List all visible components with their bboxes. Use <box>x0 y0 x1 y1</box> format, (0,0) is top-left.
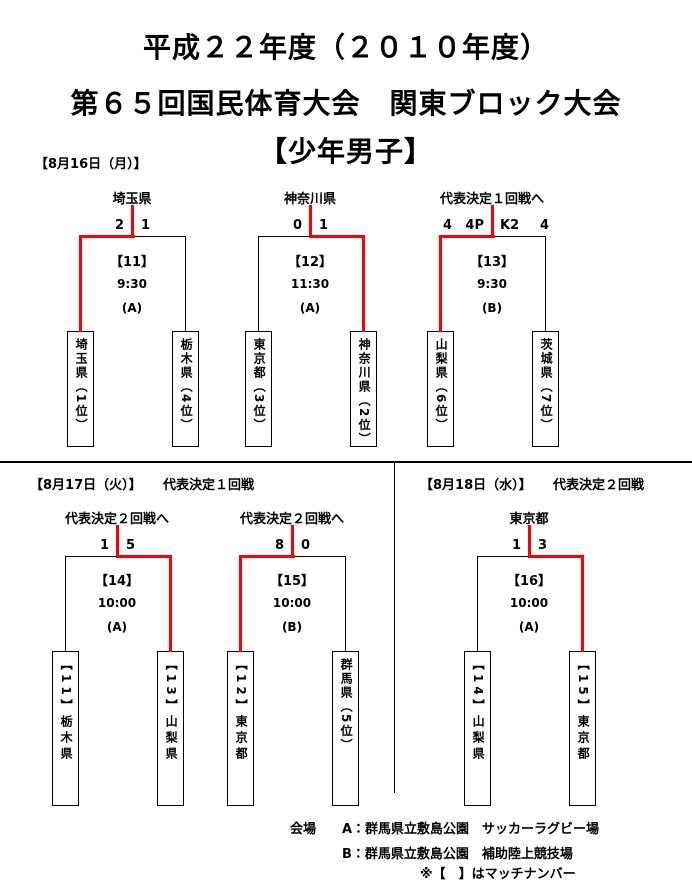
m15-match-number: 【15】 <box>269 574 315 589</box>
page-title-line1: 平成２２年度（２０１０年度） <box>142 31 549 64</box>
m15-winner-stem-line <box>291 525 294 557</box>
m14-match-number: 【14】 <box>94 574 140 589</box>
m16-score-right: 3 <box>538 538 548 553</box>
m13-pk-left: 4P <box>465 218 484 233</box>
m14-team-left-name: 【11】栃木県 <box>59 658 74 763</box>
m14-winner-path-horizontal <box>116 555 172 558</box>
m11-score-left: 2 <box>114 218 124 233</box>
m12-team-box-right: 神奈川県（2位） <box>350 331 377 447</box>
m16-team-right-name: 【15】東京都 <box>576 658 591 763</box>
m15-team-left-name: 【12】東京都 <box>234 658 249 763</box>
m13-team-box-left: 山梨県（6位） <box>427 331 454 447</box>
m14-team-right-name: 【13】山梨県 <box>164 658 179 763</box>
day2-round-label: 代表決定１回戦 <box>163 478 255 493</box>
m15-team-box-right: 群馬県（5位） <box>332 651 359 806</box>
m16-match-time: 10:00 <box>509 596 549 610</box>
m16-team-box-right: 【15】東京都 <box>569 651 596 806</box>
m11-team-left-name: 埼玉県（1位） <box>74 338 89 433</box>
m16-winner-stem-line <box>528 525 531 557</box>
m15-winner-path-vertical <box>239 556 242 652</box>
m16-advance-label: 東京都 <box>509 512 549 527</box>
venue-line-b: B：群馬県立敷島公園 補助陸上競技場 <box>342 847 573 862</box>
m14-score-right: 5 <box>126 538 136 553</box>
m14-team-box-left: 【11】栃木県 <box>52 651 79 806</box>
m13-match-time: 9:30 <box>477 277 507 291</box>
m16-match-number: 【16】 <box>506 574 552 589</box>
m14-winner-path-vertical <box>169 556 172 652</box>
m13-winner-stem-line <box>491 205 494 237</box>
section-divider-vertical <box>394 461 395 793</box>
m13-advance-label: 代表決定１回戦へ <box>439 192 545 207</box>
m12-winner-path-vertical <box>362 236 365 332</box>
m15-team-right-name: 群馬県（5位） <box>339 658 354 753</box>
m15-team-box-left: 【12】東京都 <box>227 651 254 806</box>
m14-match-time: 10:00 <box>97 596 137 610</box>
m15-match-time: 10:00 <box>272 596 312 610</box>
m12-winner-stem-line <box>309 205 312 237</box>
venue-line-a: 会場 A：群馬県立敷島公園 サッカーラグビー場 <box>290 822 600 837</box>
m15-winner-path-horizontal <box>239 555 295 558</box>
m12-winner-path-horizontal <box>309 235 365 238</box>
m11-match-venue: (A) <box>121 301 143 315</box>
page-title-line3: 【少年男子】 <box>258 135 433 168</box>
m11-team-box-left: 埼玉県（1位） <box>67 331 94 447</box>
m14-score-left: 1 <box>99 538 109 553</box>
m15-right-line <box>345 556 346 651</box>
match-number-note: ※【 】はマッチナンバー <box>420 867 576 881</box>
day3-date-label: 【8月18日（水）】 <box>420 478 532 493</box>
day1-date-label: 【8月16日（月）】 <box>35 157 147 172</box>
m12-match-venue: (A) <box>299 301 321 315</box>
m16-team-left-name: 【14】山梨県 <box>471 658 486 763</box>
m16-match-venue: (A) <box>518 620 540 634</box>
m15-match-venue: (B) <box>281 620 303 634</box>
m12-score-right: 1 <box>319 218 329 233</box>
m15-advance-label: 代表決定２回戦へ <box>239 512 345 527</box>
m11-winner-path-horizontal <box>79 235 135 238</box>
m14-match-venue: (A) <box>106 620 128 634</box>
m14-winner-stem-line <box>116 525 119 557</box>
day3-round-label: 代表決定２回戦 <box>553 478 645 493</box>
page-title-line2: 第６５回国民体育大会 関東ブロック大会 <box>70 87 622 120</box>
m13-score-right: 4 <box>539 218 549 233</box>
section-divider-horizontal <box>0 461 692 463</box>
m13-right-line <box>545 236 546 331</box>
m12-team-left-name: 東京都（3位） <box>252 338 267 433</box>
m14-advance-label: 代表決定２回戦へ <box>64 512 170 527</box>
m12-match-number: 【12】 <box>287 255 333 270</box>
m13-match-venue: (B) <box>481 301 503 315</box>
m11-advance-label: 埼玉県 <box>112 192 152 207</box>
m13-pk-right: K2 <box>500 218 520 233</box>
m13-winner-path-vertical <box>439 236 442 332</box>
m11-team-right-name: 栃木県（4位） <box>179 338 194 433</box>
m16-winner-path-vertical <box>581 556 584 652</box>
m12-team-box-left: 東京都（3位） <box>245 331 272 447</box>
m12-left-line <box>258 236 259 331</box>
m11-score-right: 1 <box>141 218 151 233</box>
day2-date-label: 【8月17日（火）】 <box>30 478 142 493</box>
m13-team-box-right: 茨城県（7位） <box>532 331 559 447</box>
m13-winner-path-horizontal <box>439 235 495 238</box>
m11-match-number: 【11】 <box>109 255 155 270</box>
m11-team-box-right: 栃木県（4位） <box>172 331 199 447</box>
m15-score-right: 0 <box>301 538 311 553</box>
m12-team-right-name: 神奈川県（2位） <box>357 338 372 447</box>
m11-match-time: 9:30 <box>117 277 147 291</box>
m16-score-left: 1 <box>511 538 521 553</box>
m16-team-box-left: 【14】山梨県 <box>464 651 491 806</box>
m12-match-time: 11:30 <box>290 277 330 291</box>
m14-left-line <box>65 556 66 651</box>
m12-advance-label: 神奈川県 <box>283 192 337 207</box>
m14-team-box-right: 【13】山梨県 <box>157 651 184 806</box>
m16-winner-path-horizontal <box>528 555 584 558</box>
m13-score-left: 4 <box>443 218 453 233</box>
m11-winner-stem-line <box>131 205 134 237</box>
m11-right-line <box>185 236 186 331</box>
m15-score-left: 8 <box>274 538 284 553</box>
m13-team-right-name: 茨城県（7位） <box>539 338 554 433</box>
m13-team-left-name: 山梨県（6位） <box>434 338 449 433</box>
m12-score-left: 0 <box>292 218 302 233</box>
m11-winner-path-vertical <box>79 236 82 332</box>
m16-left-line <box>477 556 478 651</box>
m13-match-number: 【13】 <box>469 255 515 270</box>
